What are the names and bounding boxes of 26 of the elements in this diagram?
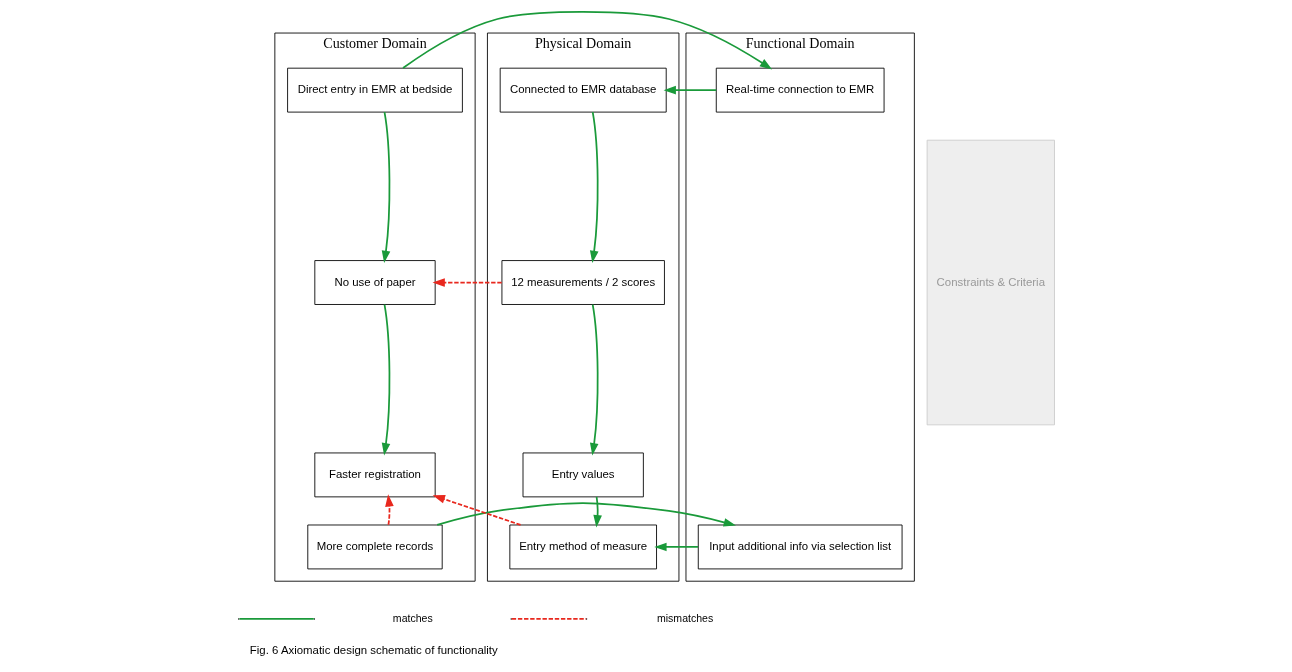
arrow: [653, 542, 699, 552]
legend-label: matches: [392, 611, 433, 624]
node-box: Entry values: [522, 452, 644, 498]
node-box: More complete records: [306, 524, 443, 570]
arrow: [592, 496, 602, 528]
arrow: [435, 502, 736, 527]
arrow: [432, 495, 521, 526]
arrow: [381, 303, 390, 456]
arrow: [589, 111, 599, 264]
node-box: 12 measurements / 2 scores: [501, 260, 665, 305]
node-box: Entry method of measure: [508, 524, 657, 570]
arrow: [381, 111, 390, 264]
arrow: [589, 303, 599, 456]
node-box: Connected to EMR database: [499, 67, 667, 113]
caption: Fig. 6 Axiomatic design schematic of functionality: [249, 643, 498, 656]
legend-label: mismatches: [656, 611, 713, 624]
node-box: Constraints & Criteria: [926, 139, 1055, 426]
arrow: [432, 278, 503, 287]
node-box: Faster registration: [313, 452, 436, 498]
node-box: No use of paper: [313, 260, 436, 305]
arrow: [663, 85, 717, 95]
arrow: [384, 494, 394, 526]
arrow: [401, 10, 772, 70]
node-box: Direct entry in EMR at bedside: [286, 67, 463, 113]
node-box: Real-time connection to EMR: [715, 67, 884, 113]
node-box: Input additional info via selection list: [697, 524, 902, 570]
